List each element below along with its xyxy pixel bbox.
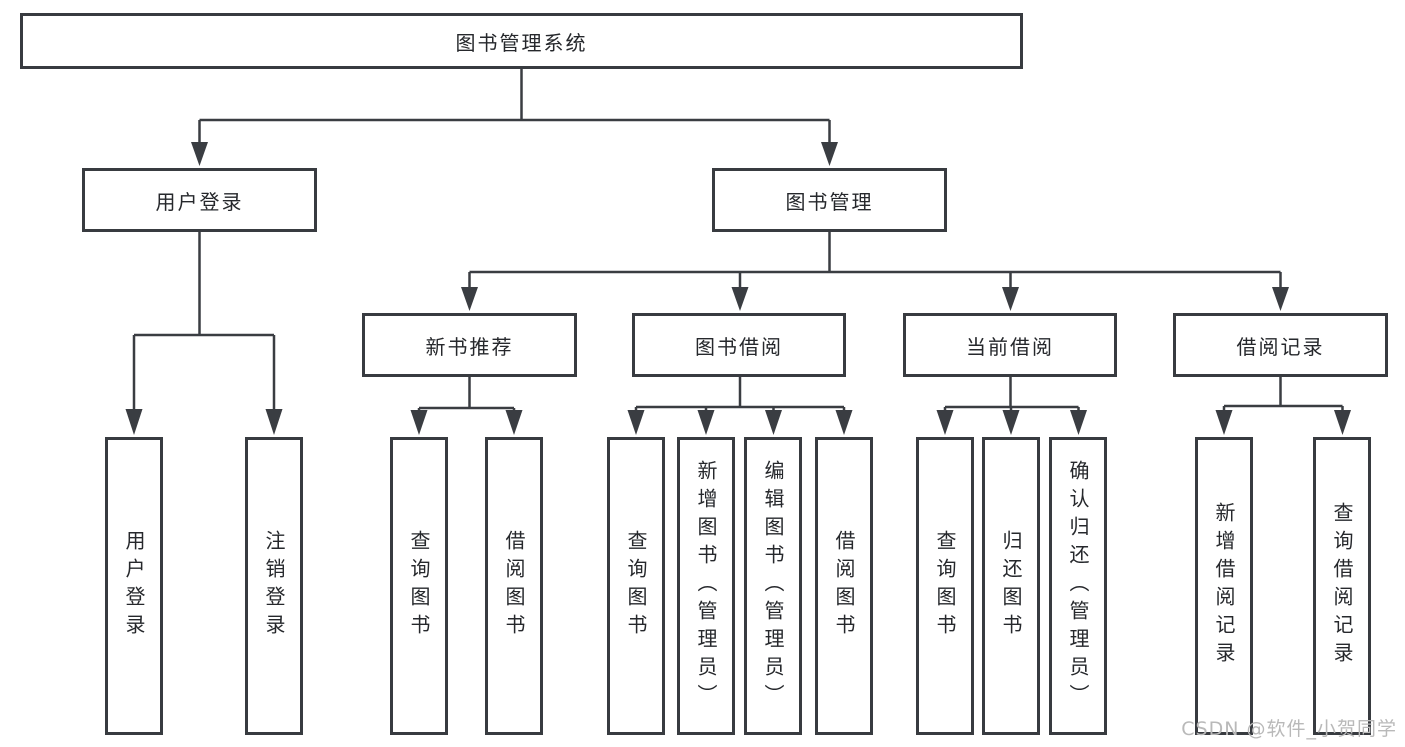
leaf-return-book: 归还图书 (982, 437, 1040, 735)
arrow-down-icon (191, 142, 208, 166)
arrow-down-icon (1070, 410, 1087, 435)
leaf-add-book-admin: 新增图书（管理员） (677, 437, 735, 735)
node-new-book-recommend: 新书推荐 (362, 313, 577, 377)
arrow-down-icon (1215, 410, 1233, 435)
arrow-down-icon (936, 410, 954, 435)
leaf-user-login: 用户登录 (105, 437, 163, 735)
leaf-logout: 注销登录 (245, 437, 303, 735)
node-root-label: 图书管理系统 (455, 30, 588, 55)
arrow-down-icon (1272, 287, 1289, 311)
arrow-down-icon (731, 287, 749, 311)
node-user-login-label: 用户登录 (155, 189, 244, 214)
node-borrow-records-label: 借阅记录 (1236, 334, 1325, 359)
arrow-down-icon (265, 409, 283, 435)
leaf-add-borrow-record: 新增借阅记录 (1195, 437, 1253, 735)
arrow-down-icon (1334, 410, 1351, 435)
leaf-query-book-recommend: 查询图书 (390, 437, 448, 735)
watermark: CSDN @软件_小贺同学 (1181, 718, 1397, 740)
leaf-borrow-book-recommend: 借阅图书 (485, 437, 543, 735)
arrow-down-icon (765, 410, 782, 435)
node-book-management: 图书管理 (712, 168, 947, 232)
arrow-down-icon (461, 287, 478, 311)
node-book-management-label: 图书管理 (785, 189, 874, 214)
arrow-down-icon (697, 410, 715, 435)
node-book-borrow: 图书借阅 (632, 313, 846, 377)
connector-userlogin-to-leaves (132, 232, 276, 411)
arrow-down-icon (627, 410, 645, 435)
node-book-borrow-label: 图书借阅 (695, 334, 783, 359)
node-current-borrow-label: 当前借阅 (966, 334, 1054, 359)
connector-currentborrow-to-leaves (943, 377, 1080, 412)
arrow-down-icon (821, 142, 838, 166)
connector-root-to-level2 (198, 68, 831, 144)
node-new-book-recommend-label: 新书推荐 (425, 334, 514, 359)
leaf-query-borrow-record: 查询借阅记录 (1313, 437, 1371, 735)
arrow-down-icon (1002, 410, 1020, 435)
leaf-query-book-borrow: 查询图书 (607, 437, 665, 735)
arrow-down-icon (1002, 287, 1019, 311)
arrow-down-icon (410, 410, 428, 435)
arrow-down-icon (125, 409, 143, 435)
leaf-edit-book-admin: 编辑图书（管理员） (744, 437, 802, 735)
node-root: 图书管理系统 (20, 13, 1023, 69)
arrow-down-icon (505, 410, 523, 435)
leaf-confirm-return-admin: 确认归还（管理员） (1049, 437, 1107, 735)
connector-bookmgmt-to-level3 (468, 232, 1282, 288)
connector-bookborrow-to-leaves (634, 377, 846, 412)
arrow-down-icon (835, 410, 853, 435)
node-user-login: 用户登录 (82, 168, 317, 232)
leaf-query-book-current: 查询图书 (916, 437, 974, 735)
connector-newbook-to-leaves (417, 377, 516, 412)
node-borrow-records: 借阅记录 (1173, 313, 1388, 377)
leaf-borrow-book: 借阅图书 (815, 437, 873, 735)
node-current-borrow: 当前借阅 (903, 313, 1117, 377)
connector-borrowrecords-to-leaves (1222, 377, 1344, 412)
